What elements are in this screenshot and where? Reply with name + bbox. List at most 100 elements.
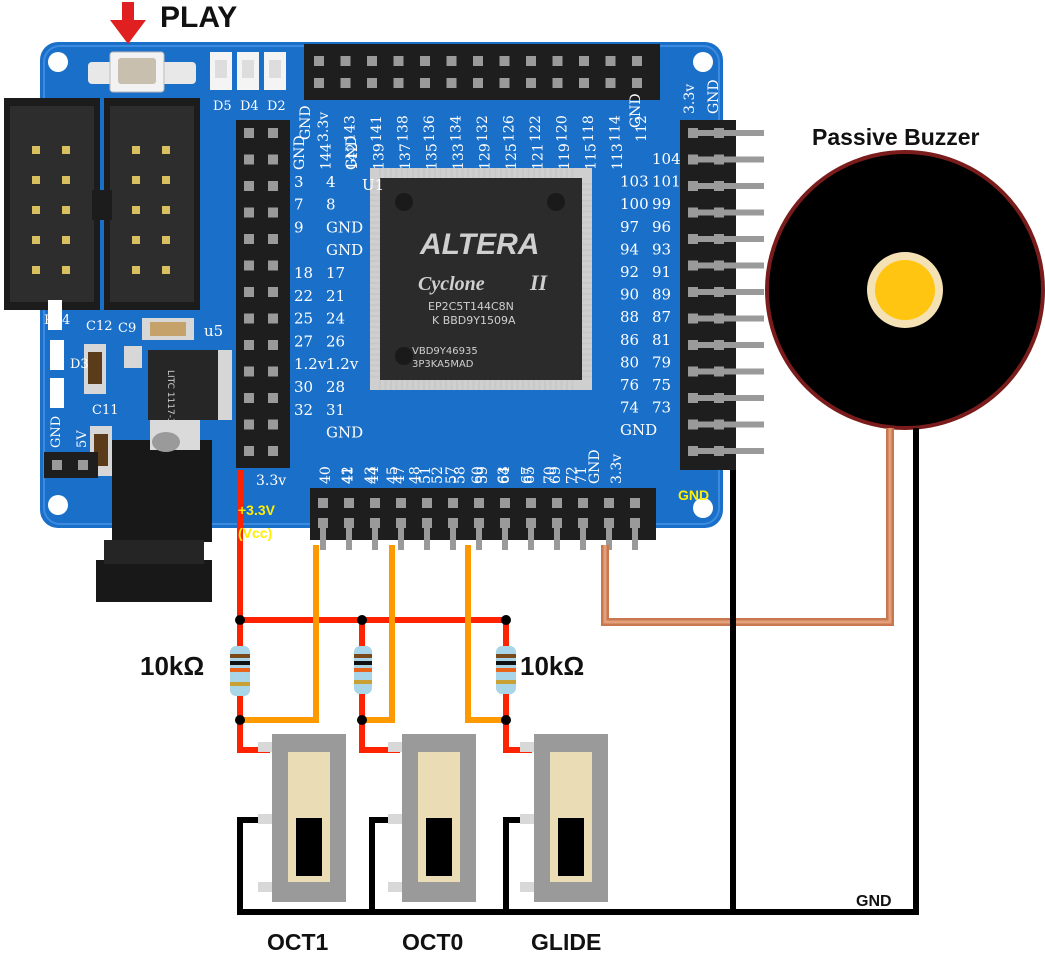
header-pin bbox=[268, 419, 278, 430]
header-pin bbox=[422, 498, 432, 508]
pin-label: 21 bbox=[326, 287, 345, 305]
header-pin-lead bbox=[724, 421, 764, 428]
chip-lot: K BBD9Y1509A bbox=[432, 314, 516, 327]
header-pin bbox=[714, 287, 724, 297]
pin-label: 99 bbox=[652, 195, 671, 213]
pin-label: 41 bbox=[340, 466, 356, 484]
regulator-text: LITC 1117-3.3 bbox=[165, 370, 175, 432]
chip-code2: 3P3KA5MAD bbox=[412, 359, 474, 370]
component-label: D3 bbox=[70, 357, 89, 372]
pin-label: 118 bbox=[581, 115, 597, 142]
header-pin bbox=[396, 498, 406, 508]
header-pin-lead bbox=[398, 528, 404, 550]
header-pin bbox=[499, 56, 510, 66]
header-pin bbox=[526, 498, 536, 508]
slide-switch-oct0[interactable] bbox=[388, 734, 476, 902]
pin-label: 93 bbox=[652, 240, 671, 258]
resistor-1 bbox=[230, 646, 250, 696]
component-label: C11 bbox=[92, 403, 119, 418]
pin-label: 3.3v bbox=[256, 473, 286, 489]
header-pin-lead bbox=[724, 209, 764, 216]
header-pin bbox=[688, 366, 698, 377]
pin-label: GND bbox=[706, 79, 722, 114]
header-pin bbox=[420, 78, 430, 88]
header-pin bbox=[370, 518, 380, 528]
pin-label: 139 bbox=[372, 143, 388, 170]
pin-label: 3.3v bbox=[316, 112, 332, 142]
header-pin bbox=[268, 128, 278, 138]
pin-label: 135 bbox=[425, 143, 441, 170]
header-pin-lead bbox=[724, 342, 764, 348]
header-pin bbox=[474, 518, 484, 528]
led-group: D5 D4 D2 bbox=[210, 52, 286, 114]
voltage-regulator: LITC 1117-3.3 bbox=[148, 350, 232, 432]
header-pin-lead bbox=[724, 262, 764, 269]
play-button[interactable] bbox=[88, 51, 196, 93]
header-pin-lead bbox=[724, 368, 764, 375]
pin-label: 65 bbox=[522, 466, 538, 484]
header-pin bbox=[244, 366, 254, 377]
header-pin bbox=[473, 78, 483, 88]
pin-label: GND bbox=[344, 135, 360, 170]
chip-designator: U1 bbox=[362, 176, 384, 194]
pin-label: 3.3v bbox=[609, 454, 625, 484]
dc-power-jack bbox=[96, 420, 212, 602]
pin-label: 115 bbox=[584, 143, 600, 170]
pin-label: 97 bbox=[620, 218, 639, 236]
header-pin bbox=[714, 340, 724, 350]
header-pin bbox=[422, 518, 432, 528]
pin-label: 81 bbox=[652, 331, 671, 349]
pin-label: 126 bbox=[502, 115, 518, 142]
pin-label: 125 bbox=[504, 143, 520, 170]
header-pin bbox=[714, 128, 724, 138]
signal-wire-glide bbox=[465, 545, 506, 723]
pin-label: 141 bbox=[369, 115, 385, 142]
pin-label: 45 bbox=[385, 466, 401, 484]
header-pin bbox=[244, 446, 254, 456]
header-pin bbox=[578, 518, 588, 528]
pin-label: 31 bbox=[326, 401, 345, 419]
pin-label: 119 bbox=[557, 143, 573, 170]
header-pin bbox=[474, 498, 484, 508]
pin-label: 51 bbox=[418, 466, 434, 484]
pin-label: 57 bbox=[444, 466, 460, 484]
header-pin bbox=[688, 287, 698, 297]
header-pin-lead bbox=[450, 528, 456, 550]
pin-label: 137 bbox=[398, 143, 414, 170]
header-pin bbox=[268, 154, 278, 165]
mounting-hole bbox=[693, 52, 713, 72]
pin-label: GND bbox=[326, 241, 363, 259]
pin-label: 91 bbox=[652, 263, 671, 281]
slide-switch-glide[interactable] bbox=[520, 734, 608, 902]
header-pin bbox=[688, 260, 698, 271]
header-pin bbox=[714, 260, 724, 271]
slide-switch-oct1[interactable] bbox=[258, 734, 346, 902]
header-pin bbox=[714, 234, 724, 244]
header-pin bbox=[604, 518, 614, 528]
pin-label: 88 bbox=[620, 308, 639, 326]
header-pin bbox=[340, 78, 351, 88]
header-pin bbox=[446, 78, 457, 88]
pin-label: 48 bbox=[408, 466, 424, 484]
header-pin bbox=[244, 260, 254, 271]
header-pin bbox=[244, 128, 254, 138]
header-pin bbox=[268, 234, 278, 244]
pin-label: 70 bbox=[542, 466, 558, 484]
header-pin bbox=[500, 518, 510, 528]
power-pin-label: GND bbox=[49, 416, 64, 448]
mounting-hole bbox=[693, 498, 713, 518]
header-pin bbox=[552, 518, 562, 528]
pin-label: GND bbox=[587, 449, 603, 484]
pin-label: 52 bbox=[430, 466, 446, 484]
pin-label: 64 bbox=[497, 466, 513, 484]
header-pin bbox=[688, 128, 698, 138]
header-pin bbox=[630, 518, 640, 528]
header-pin bbox=[340, 56, 351, 66]
pin-label: 72 bbox=[564, 466, 580, 484]
header-pin bbox=[714, 419, 724, 430]
pin-label: 1.2v bbox=[294, 355, 327, 373]
header-pin bbox=[688, 340, 698, 350]
resistor-2 bbox=[354, 646, 372, 694]
header-pin bbox=[688, 154, 698, 165]
header-pin bbox=[448, 518, 458, 528]
